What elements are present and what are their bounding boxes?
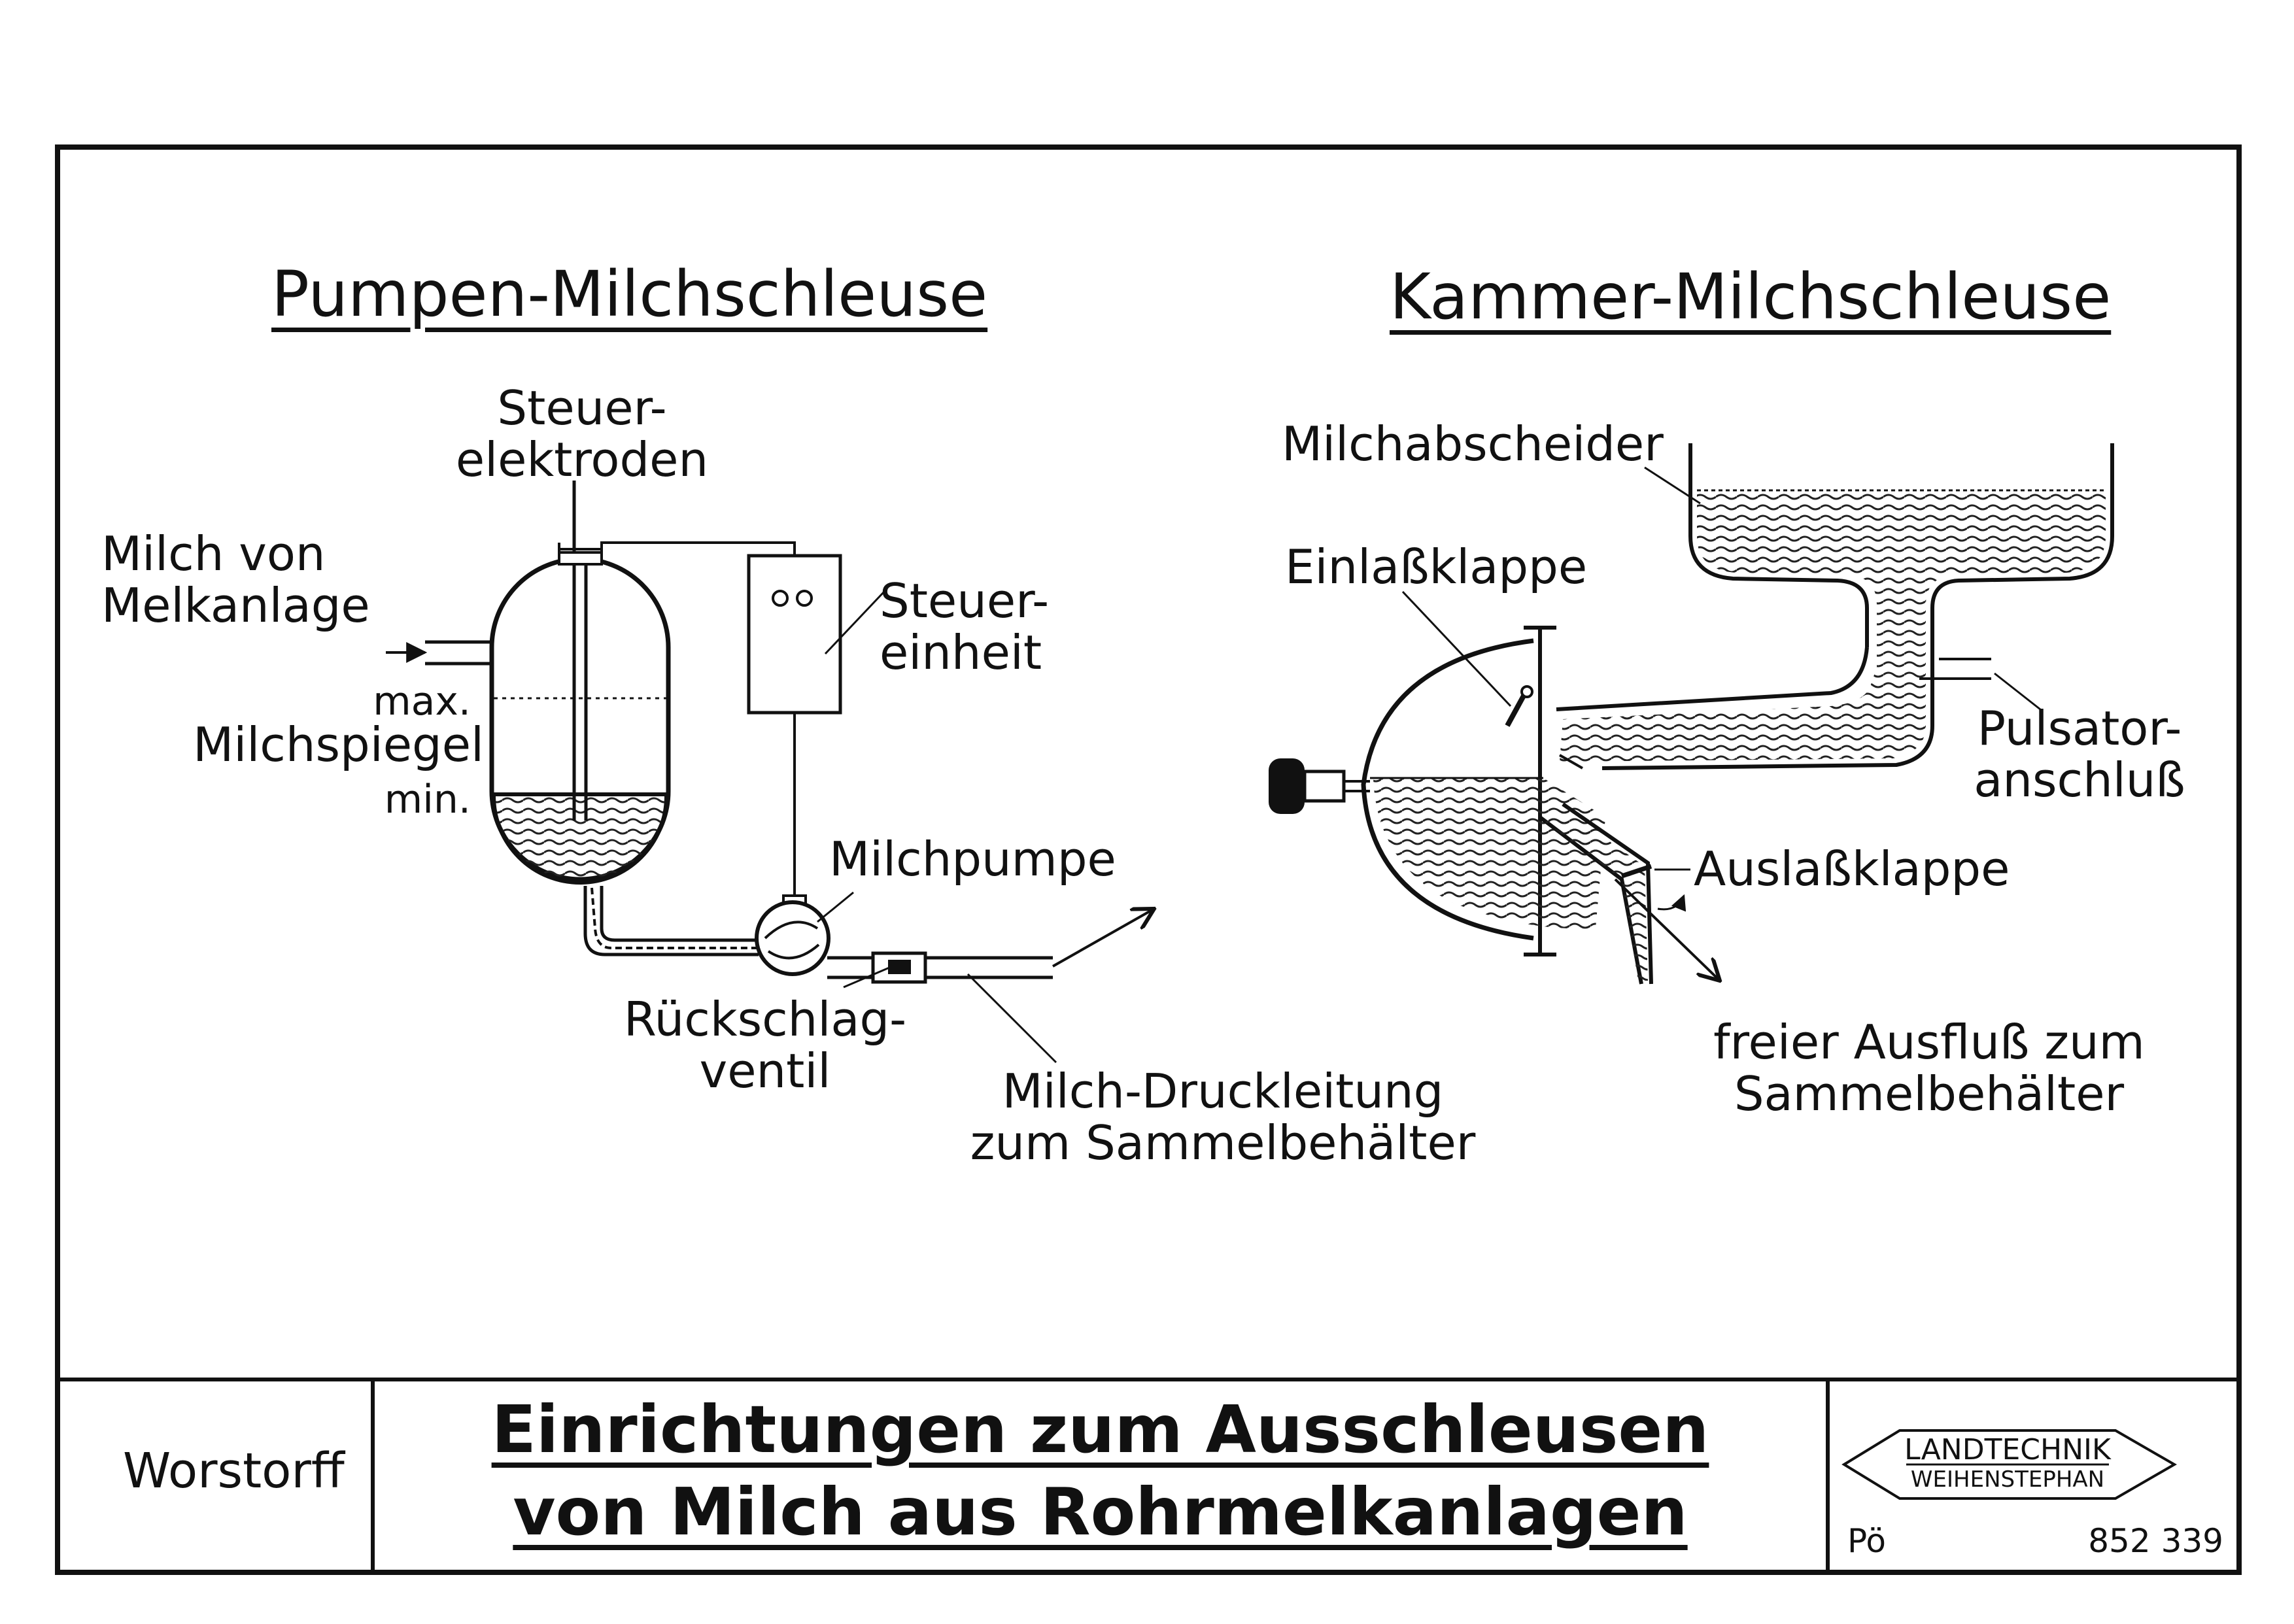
drawing-title-line2: von Milch aus Rohrmelkanlagen (513, 1474, 1688, 1550)
separator-label: Milchabscheider (1282, 416, 1664, 471)
landtechnik-logo (1841, 1429, 2177, 1500)
control-unit-box (747, 554, 842, 715)
check-valve-label-line1: Rückschlag- (623, 992, 907, 1047)
pressure-line-label-line1: Milch-Druckleitung (1002, 1064, 1444, 1119)
pulsator-label-line1: Pulsator- (1977, 701, 2182, 756)
outlet-flap (1620, 864, 1652, 879)
free-outflow-label-line2: Sammelbehälter (1734, 1066, 2125, 1122)
free-outflow-label-line1: freier Ausfluß zum (1713, 1015, 2145, 1070)
logo-text-bottom: WEIHENSTEPHAN (1910, 1466, 2105, 1493)
pump-lock-diagram (386, 481, 1154, 1064)
check-valve-label-line2: ventil (699, 1043, 831, 1099)
milk-inlet-label-line1: Milch von (101, 526, 326, 581)
milk-level-label: Milchspiegel (193, 717, 484, 772)
milk-inlet-label-line2: Melkanlage (101, 578, 370, 634)
pump-lock-title: Pumpen-Milchschleuse (271, 258, 988, 331)
pressure-line-label-line2: zum Sammelbehälter (970, 1115, 1476, 1171)
drawing-title-line1: Einrichtungen zum Ausschleusen (491, 1391, 1709, 1468)
outlet-flap-label: Auslaßklappe (1694, 841, 2010, 896)
inlet-pipe-milk (1560, 667, 1926, 762)
control-unit-label: Steuer- einheit (880, 575, 1049, 679)
milk-pump-label: Milchpumpe (829, 832, 1116, 887)
chamber-lock-title: Kammer-Milchschleuse (1390, 260, 2112, 333)
inlet-flap-label: Einlaßklappe (1285, 539, 1588, 594)
electrodes-label: Steuer- elektroden (451, 382, 713, 486)
logo-text-top: LANDTECHNIK (1904, 1433, 2111, 1466)
pulsator-label: Pulsator- anschluß (1936, 701, 2223, 808)
chamber-lock-diagram (1269, 443, 2114, 985)
separator-milk (1697, 490, 2106, 667)
pressure-line-arrow (1052, 909, 1154, 968)
outer-frame (55, 144, 2242, 1575)
control-unit-label-line1: Steuer- (880, 573, 1050, 628)
milk-inlet-label: Milch von Melkanlage (101, 528, 370, 632)
electrodes-label-line2: elektroden (455, 432, 709, 488)
free-outflow-label: freier Ausfluß zum Sammelbehälter (1681, 1015, 2178, 1122)
indicator-lamp-2 (796, 590, 813, 607)
check-valve-plug (888, 960, 911, 974)
check-valve-label: Rückschlag- ventil (608, 992, 922, 1099)
knob (1269, 758, 1305, 814)
initials: Pö (1847, 1522, 1886, 1560)
control-unit-label-line2: einheit (880, 625, 1042, 681)
chamber-wall (1361, 638, 1534, 941)
pulsator-label-line2: anschluß (1974, 753, 2185, 808)
level-min-label: min. (384, 777, 471, 822)
vessel-milk (494, 794, 666, 881)
chamber-milk (1373, 778, 1605, 929)
milk-pump (755, 900, 830, 976)
pressure-line-label: Milch-Druckleitung zum Sammelbehälter (935, 1064, 1511, 1171)
maker-name: Worstorff (123, 1443, 345, 1499)
free-outflow-arrow (1614, 878, 1720, 981)
level-max-label: max. (373, 679, 471, 724)
indicator-lamp-1 (772, 590, 789, 607)
drawing-number: 852 339 (2088, 1522, 2223, 1560)
electrodes-label-line1: Steuer- (497, 381, 667, 435)
